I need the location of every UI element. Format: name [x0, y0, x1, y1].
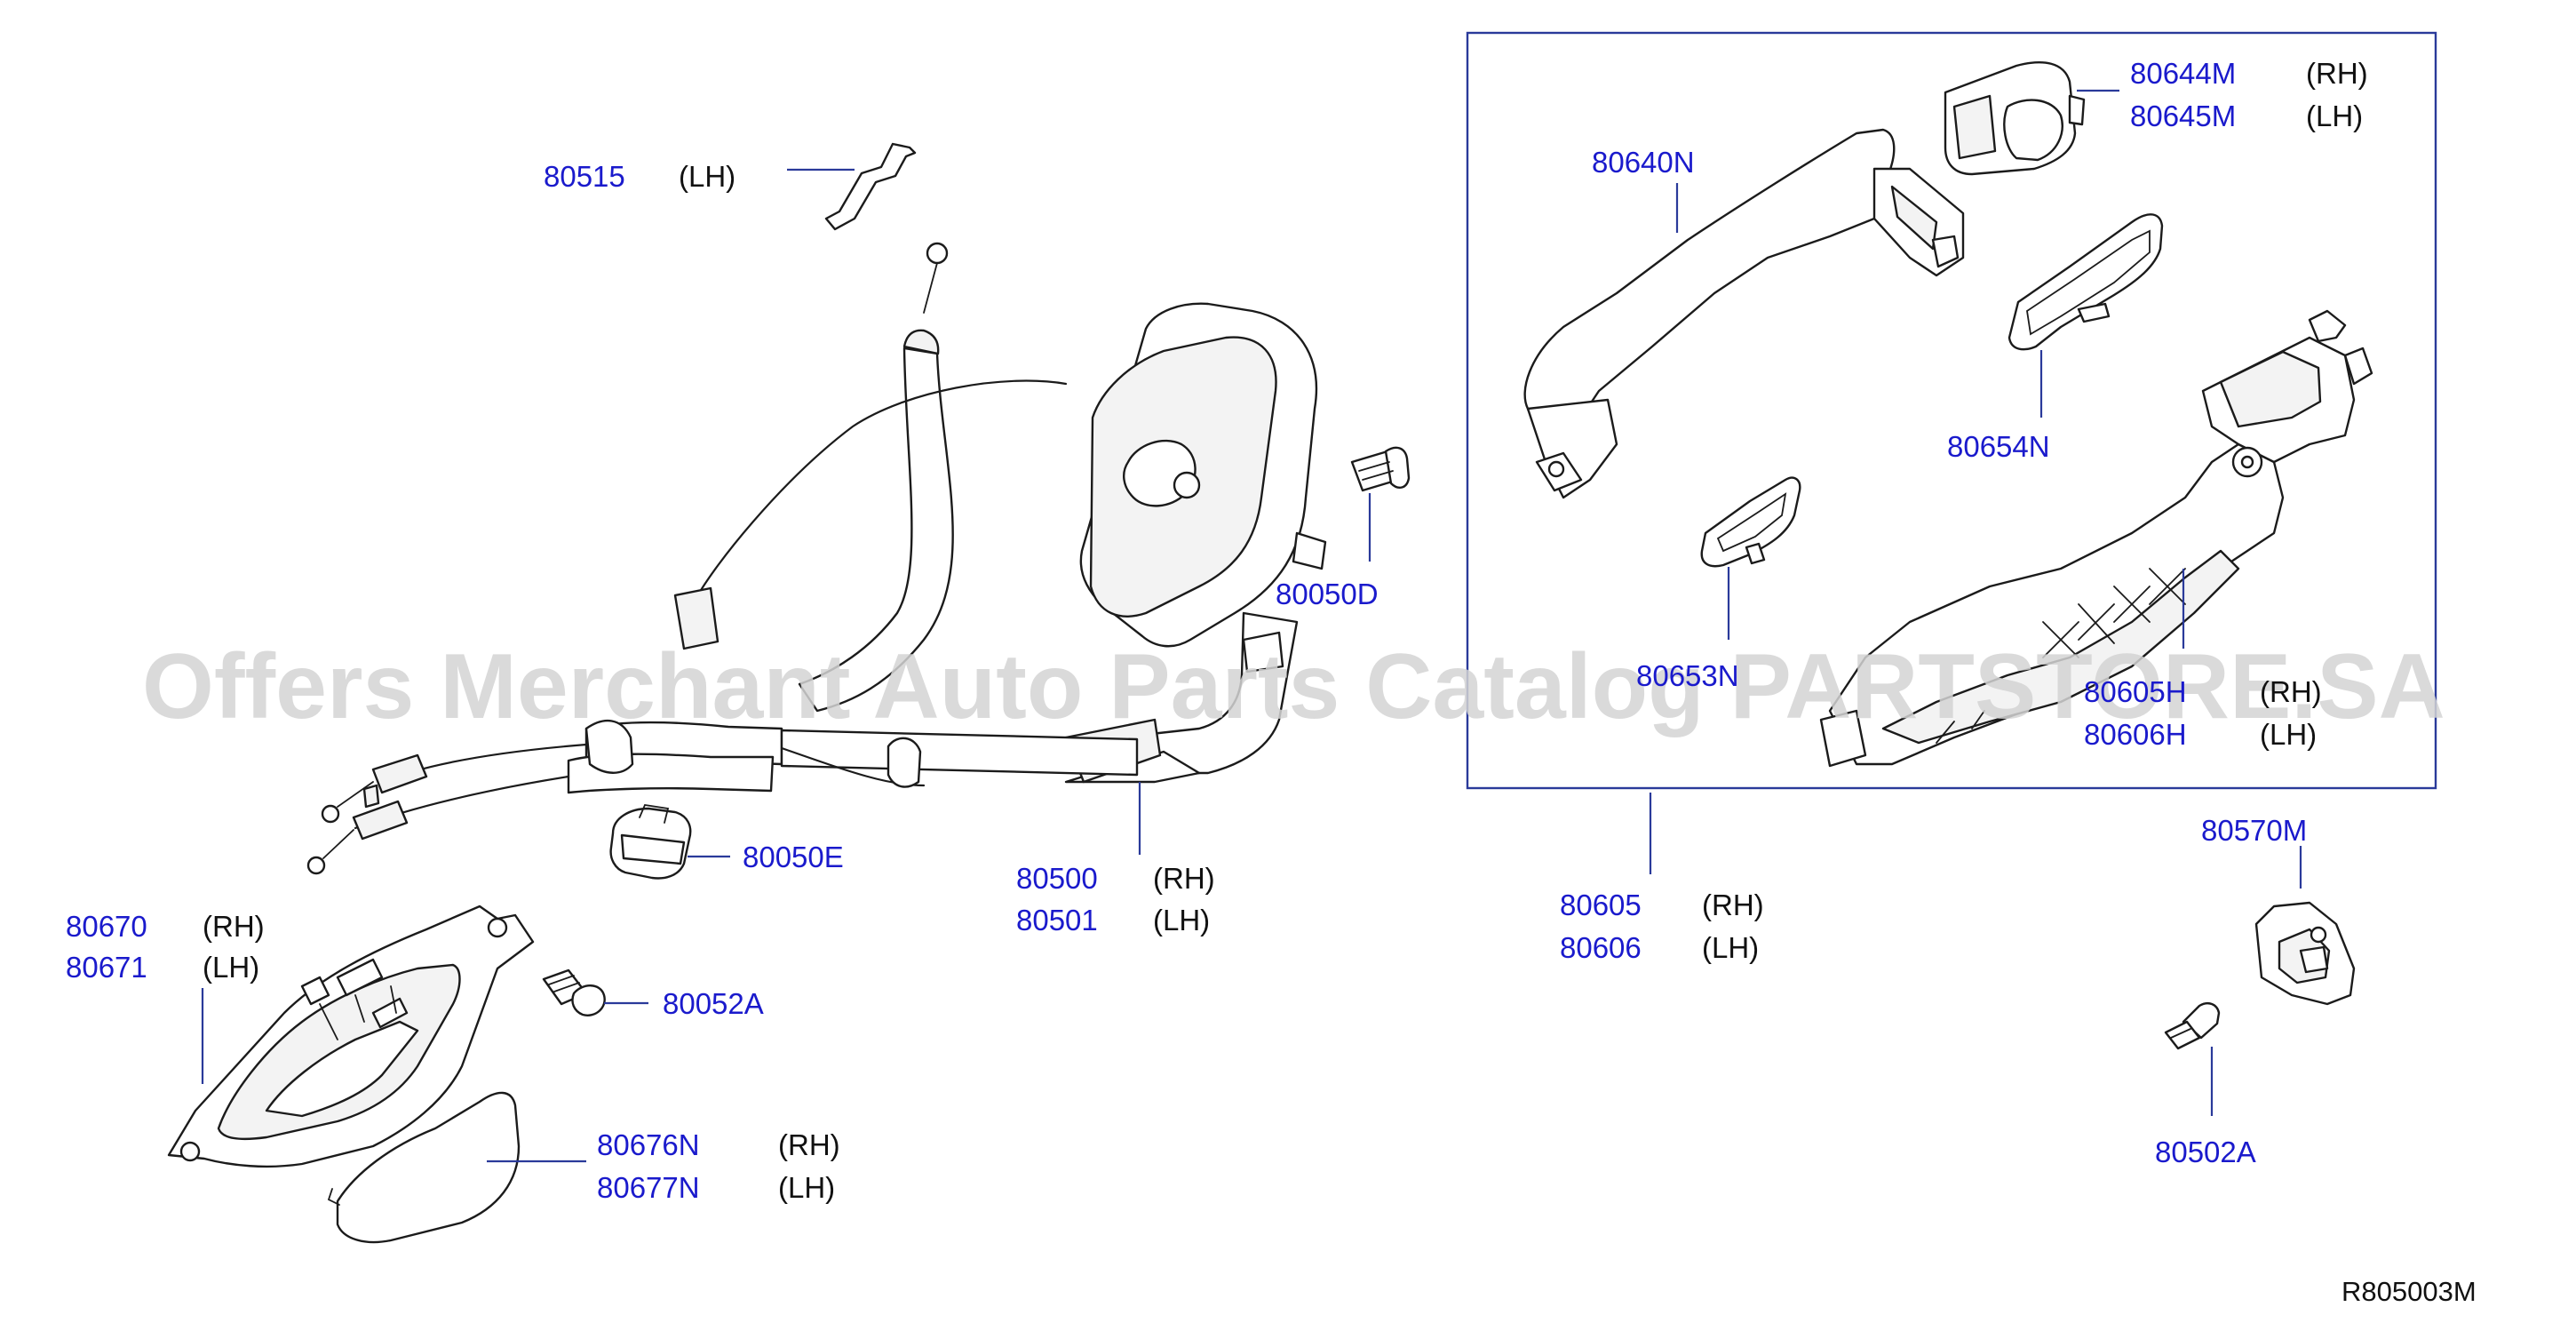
callout-80500-part[interactable]: 80500	[1016, 862, 1098, 895]
callout-80606-side: (LH)	[1702, 931, 1759, 964]
lock-rod-part[interactable]	[824, 142, 917, 231]
callout-80645m-side: (LH)	[2306, 100, 2363, 132]
callout-80500-side: (RH)	[1153, 862, 1215, 895]
callout-80515-side: (LH)	[679, 160, 735, 193]
callout-80502a-part[interactable]: 80502A	[2155, 1136, 2256, 1168]
callout-80670-side: (RH)	[203, 910, 265, 943]
gasket-80653n-part[interactable]	[1700, 476, 1801, 568]
callout-80052a-part[interactable]: 80052A	[663, 987, 764, 1020]
callout-80644m-side: (RH)	[2306, 57, 2368, 90]
bolt-80052a-part[interactable]	[542, 968, 606, 1016]
callout-80670-part[interactable]: 80670	[66, 910, 147, 943]
callout-80676n-side: (RH)	[778, 1128, 840, 1161]
callout-80050d-part[interactable]: 80050D	[1276, 578, 1379, 610]
cylinder-cap-part[interactable]	[1944, 61, 2086, 176]
callout-80570m-part[interactable]: 80570M	[2201, 814, 2307, 847]
callout-80501-part[interactable]: 80501	[1016, 904, 1098, 936]
leader-lines	[201, 89, 2302, 1163]
callout-80605h-side: (RH)	[2260, 675, 2322, 708]
diagram-reference-code: R805003M	[2341, 1276, 2477, 1307]
inside-handle-part[interactable]	[167, 905, 535, 1168]
callout-80606h-side: (LH)	[2260, 718, 2317, 751]
outside-handle-grip-part[interactable]	[1523, 128, 1965, 499]
handle-bracket-part[interactable]	[1819, 309, 2373, 768]
callout-80515-part[interactable]: 80515	[544, 160, 625, 193]
callout-80605-side: (RH)	[1702, 889, 1764, 921]
callout-80676n-part[interactable]: 80676N	[597, 1128, 700, 1161]
callout-80050e-part[interactable]: 80050E	[743, 841, 844, 873]
callout-80605h-part[interactable]: 80605H	[2084, 675, 2187, 708]
callout-80606h-part[interactable]: 80606H	[2084, 718, 2187, 751]
callout-80606-part[interactable]: 80606	[1560, 931, 1642, 964]
screw-80050d-part[interactable]	[1350, 446, 1411, 492]
outside-handle-group-frame	[1466, 31, 2437, 790]
callout-80644m-part[interactable]: 80644M	[2130, 57, 2236, 90]
callout-80671-part[interactable]: 80671	[66, 951, 147, 984]
callout-80671-side: (LH)	[203, 951, 259, 984]
handle-cover-part[interactable]	[327, 1091, 521, 1244]
gasket-80654n-part[interactable]	[2008, 213, 2164, 351]
callout-80677n-part[interactable]: 80677N	[597, 1171, 700, 1204]
callout-80677n-side: (LH)	[778, 1171, 835, 1204]
callout-80640n-part[interactable]: 80640N	[1592, 146, 1695, 179]
door-lock-actuator-part[interactable]	[306, 242, 1327, 875]
callout-80605-part[interactable]: 80605	[1560, 889, 1642, 921]
callout-80501-side: (LH)	[1153, 904, 1210, 936]
callout-80653n-part[interactable]: 80653N	[1636, 659, 1739, 692]
callout-80645m-part[interactable]: 80645M	[2130, 100, 2236, 132]
clip-80050e-part[interactable]	[609, 804, 692, 880]
callout-80654n-part[interactable]: 80654N	[1947, 430, 2050, 463]
watermark-text: Offers Merchant Auto Parts Catalog PARTS…	[142, 635, 2445, 738]
screw-80502a-part[interactable]	[2164, 1002, 2221, 1050]
striker-80570m-part[interactable]	[2254, 901, 2356, 1006]
